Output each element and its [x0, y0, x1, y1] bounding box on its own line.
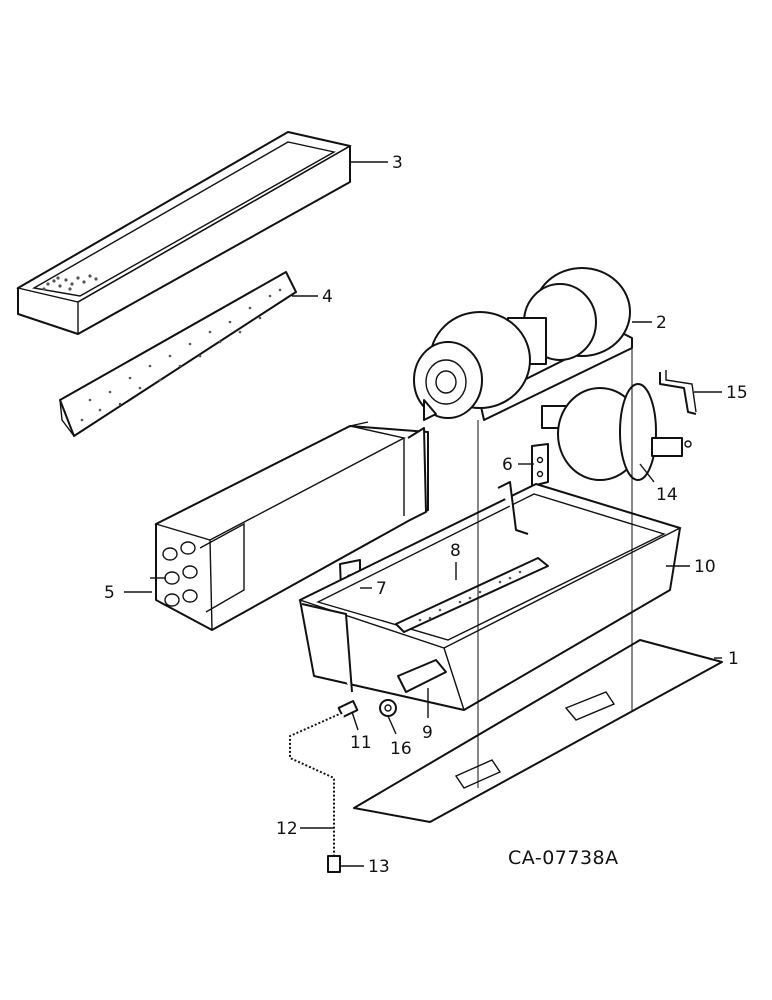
- callout-12: 12: [276, 819, 298, 839]
- callout-9: 9: [422, 723, 433, 743]
- leader-lines: [124, 161, 722, 867]
- callout-13: 13: [368, 857, 390, 877]
- callout-4: 4: [322, 287, 333, 307]
- callout-11: 11: [350, 733, 372, 753]
- callout-8: 8: [450, 541, 461, 561]
- part-12-drain-hose: [288, 710, 345, 858]
- part-6-bracket: [531, 443, 549, 487]
- callout-7: 7: [376, 579, 387, 599]
- callout-5: 5: [104, 583, 115, 603]
- callout-15: 15: [726, 383, 748, 403]
- part-14-motor: [541, 383, 692, 481]
- part-10-drain-pan: [298, 481, 682, 711]
- callout-14: 14: [656, 485, 678, 505]
- alignment-lines: [477, 346, 633, 788]
- callout-10: 10: [694, 557, 716, 577]
- callout-6: 6: [502, 455, 513, 475]
- callout-labels: 1 2 3 4 5 6 7 8 9 10 11 12 13 14 15 16: [104, 153, 748, 877]
- part-15-bracket: [659, 370, 697, 415]
- part-3-filter-cover: [16, 131, 352, 335]
- callout-3: 3: [392, 153, 403, 173]
- part-13-clamp: [327, 855, 341, 873]
- part-16-fitting: [379, 699, 397, 717]
- part-9-bracket: [397, 659, 447, 693]
- callout-1: 1: [728, 649, 739, 669]
- part-8-core-strip: [395, 557, 549, 633]
- callout-16: 16: [390, 739, 412, 759]
- part-2-blower-assembly: [413, 267, 633, 421]
- part-4-filter-pad: [59, 271, 297, 437]
- part-5-evaporator-coil: [150, 421, 429, 631]
- callout-2: 2: [656, 313, 667, 333]
- drawing-number: CA-07738A: [508, 847, 619, 869]
- part-1-base-plate: [353, 639, 723, 823]
